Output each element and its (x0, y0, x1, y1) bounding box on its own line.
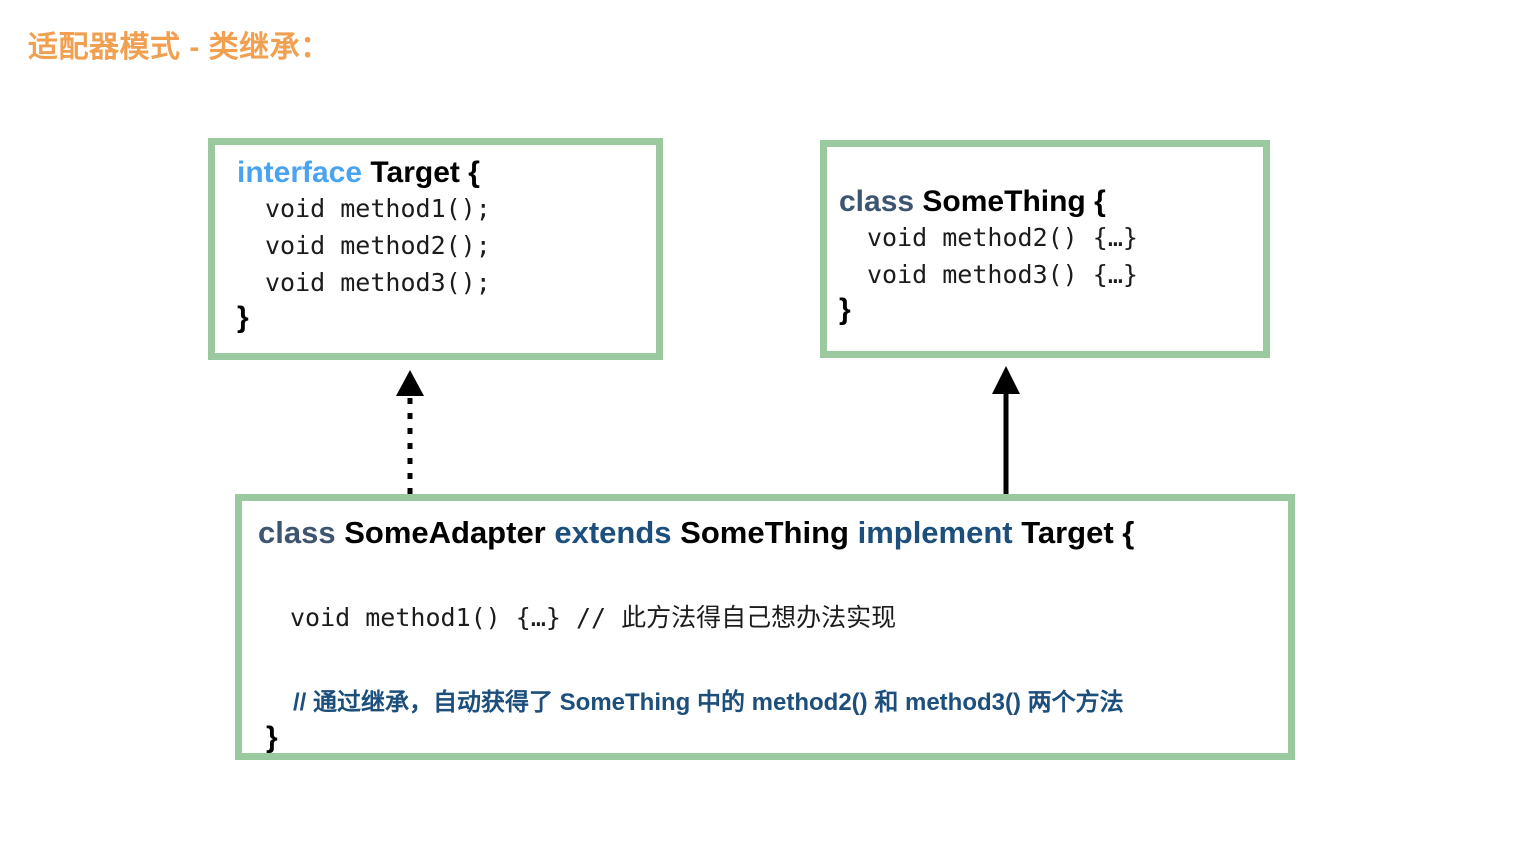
adapter-interface-name: Target { (1021, 515, 1135, 550)
adapter-type-name: SomeAdapter (344, 515, 546, 550)
keyword-class: class (258, 515, 336, 550)
target-declaration: interface Target { (237, 155, 656, 190)
something-closing-brace: } (839, 293, 851, 327)
adapter-superclass-name: SomeThing (680, 515, 849, 550)
something-declaration: class SomeThing { (839, 184, 1263, 219)
keyword-implement: implement (857, 515, 1013, 550)
something-method-line: void method3() {…} (867, 260, 1138, 290)
target-closing-brace: } (237, 301, 249, 335)
something-type-name: SomeThing { (922, 185, 1106, 218)
target-method-line: void method1(); (265, 194, 491, 224)
page-title: 适配器模式 - 类继承： (28, 31, 331, 64)
extends-arrow-head (992, 366, 1020, 394)
uml-box-something: class SomeThing { void method2() {…} voi… (820, 140, 1270, 358)
adapter-declaration: class SomeAdapter extends SomeThing impl… (258, 515, 1288, 552)
target-method-line: void method3(); (265, 268, 491, 298)
something-method-line: void method2() {…} (867, 223, 1138, 253)
target-type-name: Target { (370, 156, 480, 189)
uml-box-adapter: class SomeAdapter extends SomeThing impl… (235, 494, 1295, 760)
uml-box-target: interface Target { void method1(); void … (208, 138, 663, 360)
implements-arrow-head (396, 370, 424, 396)
adapter-method-line: void method1() {…} // 此方法得自己想办法实现 (290, 602, 897, 632)
implements-arrow (396, 370, 424, 494)
target-method-line: void method2(); (265, 231, 491, 261)
keyword-extends: extends (554, 515, 672, 550)
keyword-class: class (839, 185, 915, 218)
adapter-closing-brace: } (266, 720, 278, 754)
adapter-inheritance-comment: // 通过继承，自动获得了 SomeThing 中的 method2() 和 m… (293, 688, 1124, 716)
extends-arrow (992, 366, 1020, 494)
keyword-interface: interface (237, 156, 363, 189)
